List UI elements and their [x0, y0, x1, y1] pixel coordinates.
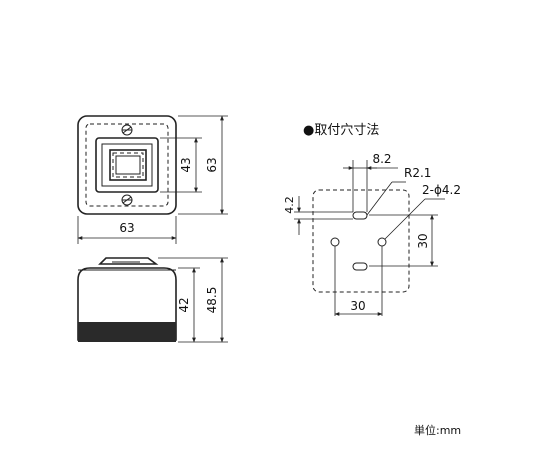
- top-slot: [352, 211, 368, 220]
- mounting-panel-outline: [312, 189, 410, 293]
- top-screw-icon: [121, 124, 133, 136]
- front-rocker-hidden-line: [112, 152, 144, 178]
- right-hole: [377, 237, 387, 247]
- mounting-hole-view: ●取付穴寸法 8.2 R2.1 2-ϕ4.2 4.2: [283, 123, 461, 316]
- bottom-screw-icon: [121, 194, 133, 206]
- side-base-band: [78, 322, 176, 342]
- horizontal-pitch-label: 30: [350, 299, 365, 313]
- front-rocker-window: [109, 149, 147, 181]
- front-height-label: 63: [205, 157, 219, 172]
- front-switch-surround: [101, 143, 153, 187]
- hole-diameter-label: 2-ϕ4.2: [422, 183, 461, 197]
- slot-width-label: 8.2: [372, 152, 391, 166]
- side-rocker-cap: [98, 257, 159, 265]
- front-switch-housing: [95, 137, 159, 193]
- vertical-pitch-label: 30: [416, 233, 430, 248]
- radius-label: R2.1: [404, 166, 431, 180]
- front-view: 63 43 63: [77, 115, 228, 244]
- mounting-hole-title: ●取付穴寸法: [303, 123, 379, 138]
- unit-label: 単位:mm: [414, 423, 461, 437]
- side-body-height-label: 42: [177, 297, 191, 312]
- side-body-outline: [77, 267, 177, 341]
- offset-label: 4.2: [283, 196, 296, 214]
- front-inner-frame: [85, 123, 169, 207]
- front-rocker-inner: [115, 155, 141, 175]
- front-outer-plate: [77, 115, 177, 215]
- front-width-label: 63: [119, 221, 134, 235]
- left-hole: [330, 237, 340, 247]
- side-total-height-label: 48.5: [205, 287, 219, 314]
- bottom-slot: [352, 262, 368, 271]
- side-view: 42 48.5: [77, 257, 228, 343]
- front-inner-height-label: 43: [179, 157, 193, 172]
